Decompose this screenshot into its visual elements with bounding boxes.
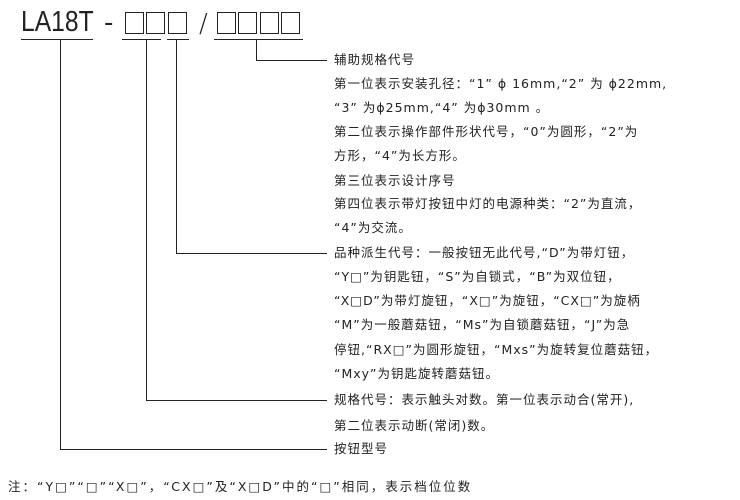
- aux-desc-line: 第四位表示带灯按钮中灯的电源种类：“2”为直流，: [334, 196, 642, 211]
- aux-box-1: [217, 12, 236, 34]
- spec-desc-line: 第二位表示动断(常闭)数。: [334, 418, 495, 433]
- aux-leader-vertical: [256, 39, 257, 60]
- spec-box-2: [146, 12, 165, 34]
- aux-desc-line: 辅助规格代号: [334, 52, 416, 67]
- model-desc-line: 按钮型号: [334, 441, 389, 456]
- variant-leader-horizontal: [176, 253, 327, 254]
- aux-underline: [214, 39, 303, 40]
- aux-box-2: [238, 12, 257, 34]
- variant-leader-vertical: [176, 39, 177, 253]
- model-leader-horizontal: [60, 449, 327, 450]
- aux-leader-horizontal: [256, 60, 327, 61]
- dash-separator: -: [104, 8, 114, 38]
- spec-leader-vertical: [146, 39, 147, 400]
- model-leader-vertical: [60, 39, 61, 449]
- spec-leader-horizontal: [146, 400, 327, 401]
- variant-desc-line: “X□D”为带灯旋钮，“X□”为旋钮，“CX□”为旋柄: [334, 293, 641, 308]
- model-underline: [21, 39, 93, 40]
- variant-desc-line: “Mxy”为钥匙旋转蘑菇钮。: [334, 366, 500, 381]
- aux-desc-line: 第三位表示设计序号: [334, 173, 456, 188]
- spec-desc-line: 规格代号：表示触头对数。第一位表示动合(常开),: [334, 392, 635, 407]
- variant-box: [168, 12, 187, 34]
- variant-desc-line: “M”为一般蘑菇钮，“Ms”为自锁蘑菇钮，“J”为急: [334, 317, 631, 332]
- aux-desc-line: “4”为交流。: [334, 220, 412, 235]
- aux-desc-line: 第二位表示操作部件形状代号，“0”为圆形，“2”为: [334, 124, 639, 139]
- spec-underline: [122, 39, 161, 40]
- footnote: 注：“Y□”“□”“X□”，“CX□”及“X□D”中的“□”相同，表示档位位数: [8, 479, 473, 494]
- aux-desc-line: “3” 为ϕ25mm,“4” 为ϕ30mm 。: [334, 100, 550, 115]
- aux-box-4: [281, 12, 300, 34]
- variant-desc-line: “Y□”为钥匙钮，“S”为自锁式，“B”为双位钮，: [334, 269, 621, 284]
- variant-desc-line: 停钮,“RX□”为圆形旋钮，“Mxs”为旋转复位蘑菇钮，: [334, 342, 659, 357]
- model-code: LA18T: [21, 6, 94, 38]
- aux-box-3: [260, 12, 279, 34]
- spec-box-1: [125, 12, 144, 34]
- aux-desc-line: 第一位表示安装孔径：“1” ϕ 16mm,“2” 为 ϕ22mm,: [334, 76, 668, 91]
- aux-desc-line: 方形，“4”为长方形。: [334, 148, 466, 163]
- variant-underline: [167, 39, 189, 40]
- slash-separator: /: [199, 9, 208, 39]
- variant-desc-line: 品种派生代号：一般按钮无此代号,“D”为带灯钮，: [334, 245, 635, 260]
